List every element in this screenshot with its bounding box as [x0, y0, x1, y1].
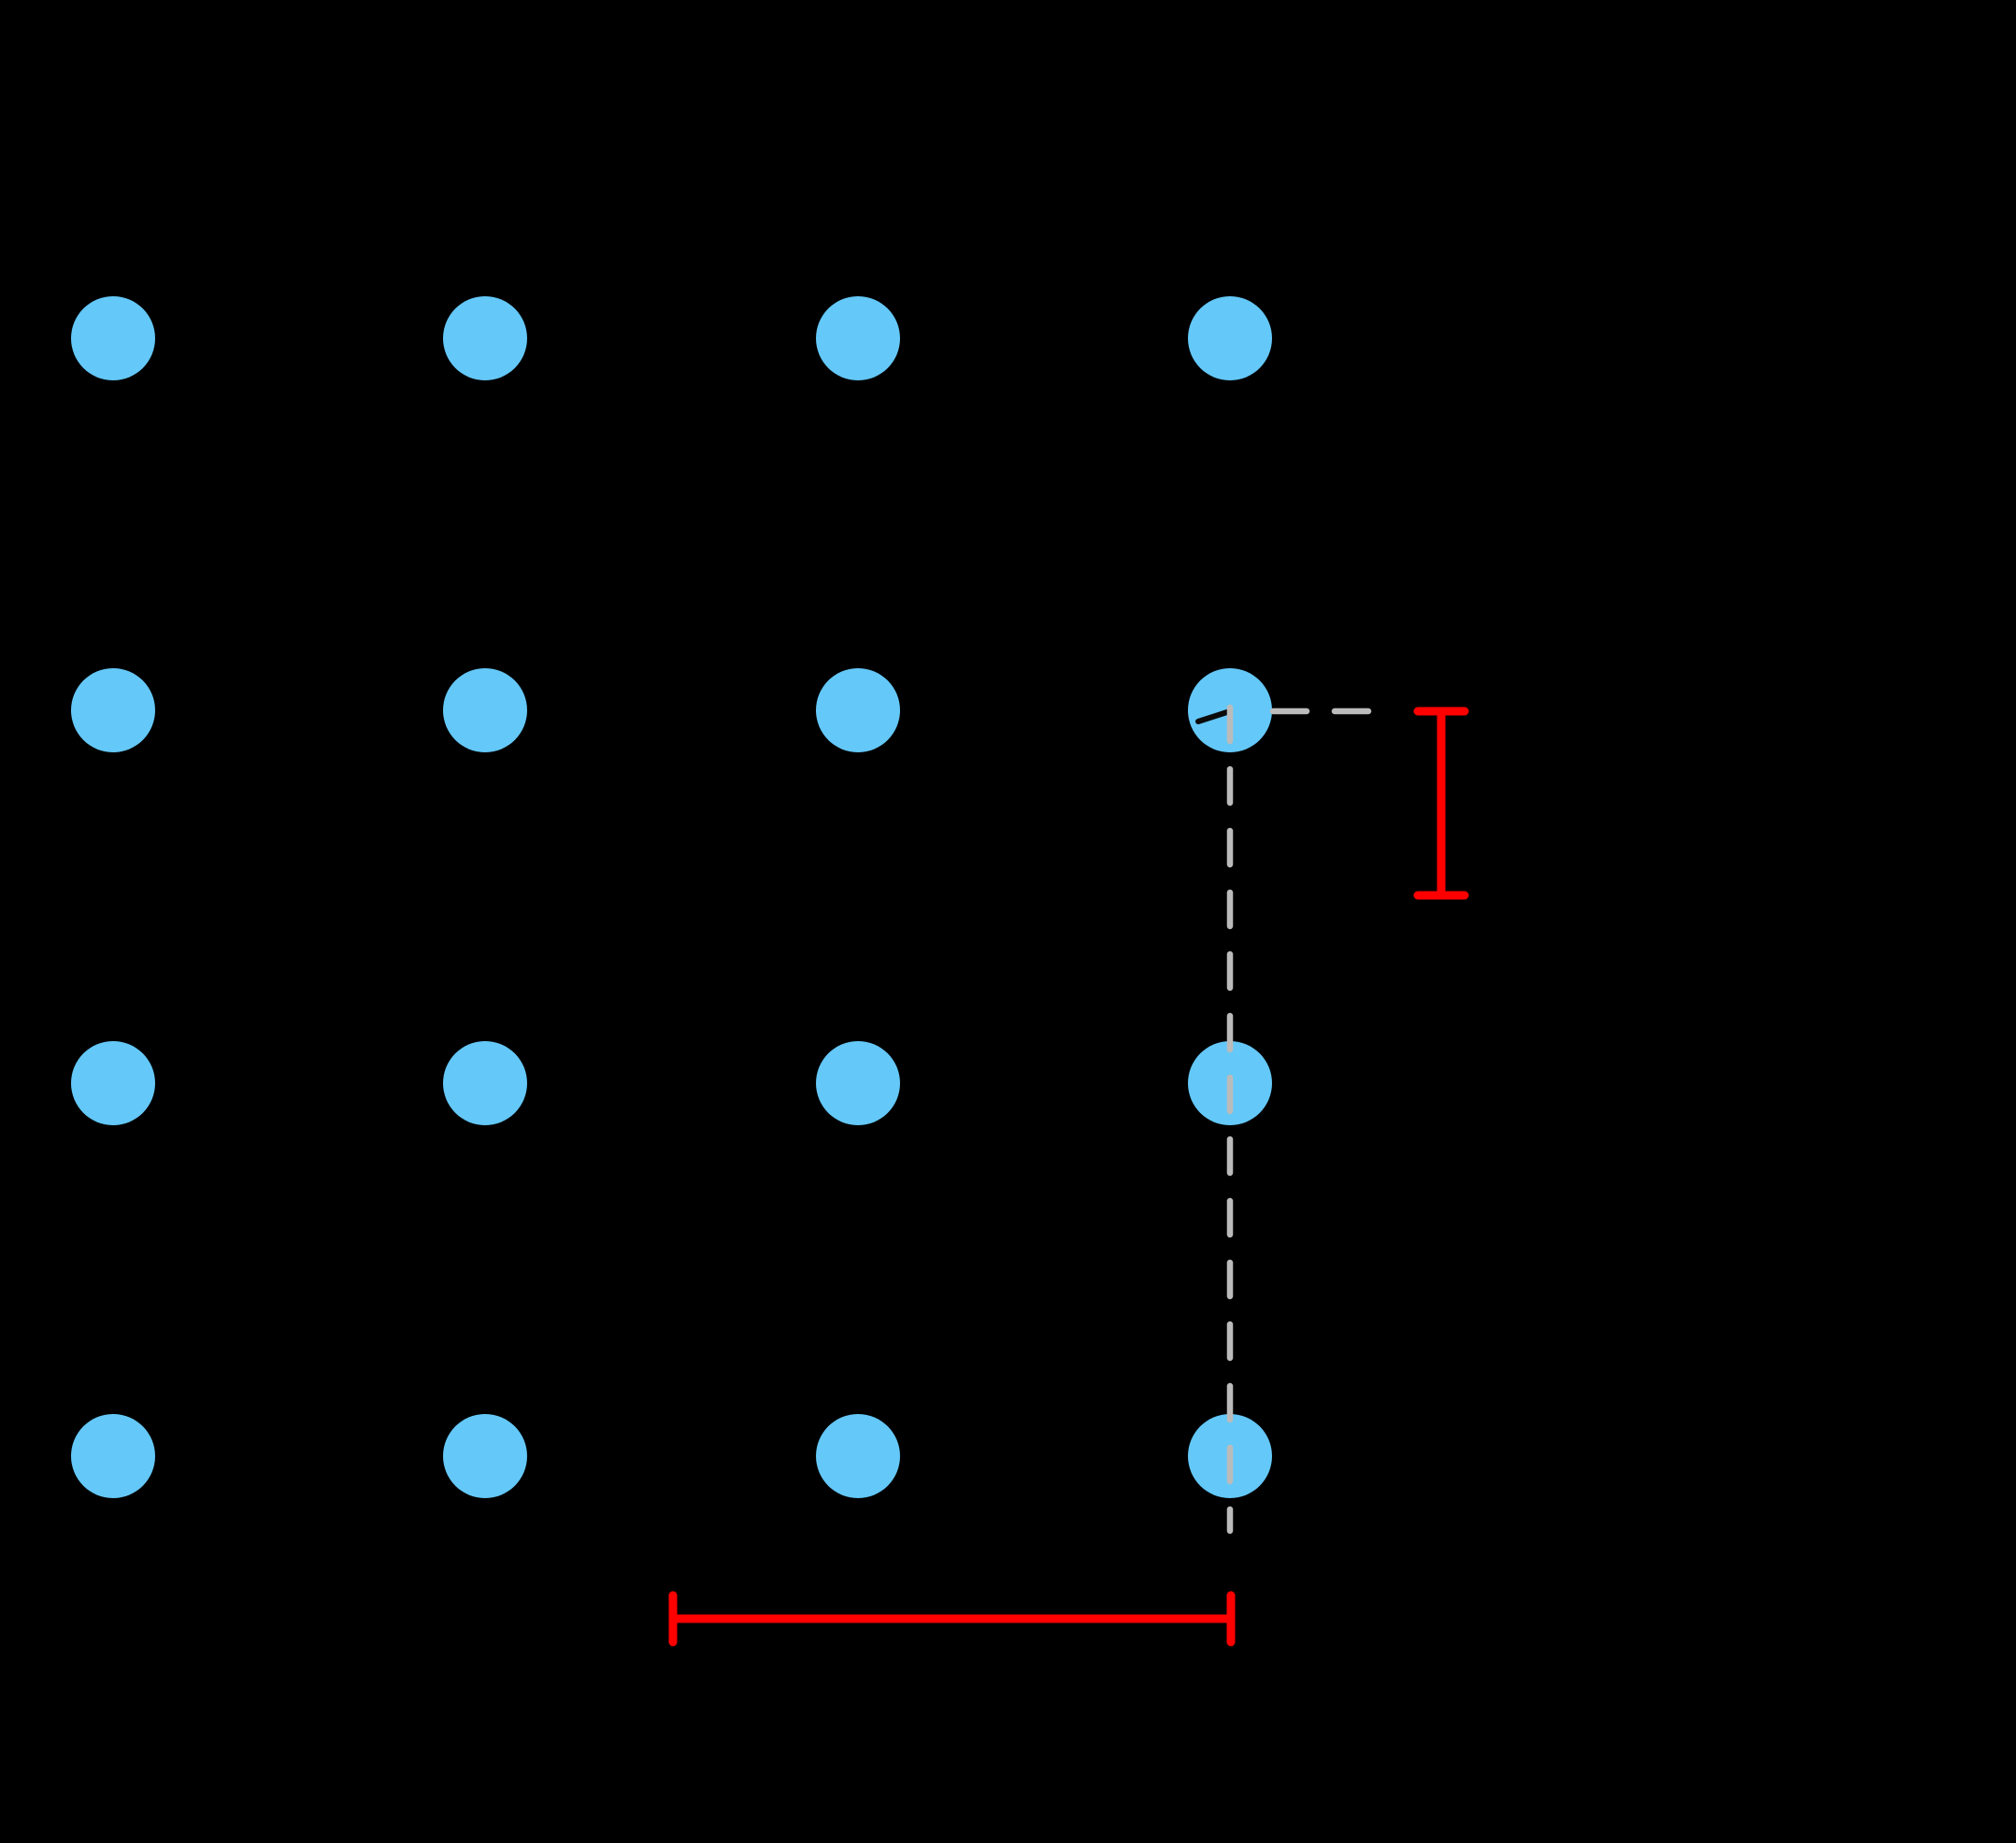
- atom-dot-r4c3: [816, 1414, 900, 1498]
- ray-segment-into-atom: [1195, 708, 1233, 724]
- atom-dot-r3c2: [443, 1041, 527, 1125]
- atom-dot-r1c3: [816, 296, 900, 380]
- atom-dot-r2c2: [443, 668, 527, 752]
- atom-dot-r1c1: [71, 296, 155, 380]
- atom-dot-r1c4: [1188, 296, 1272, 380]
- atom-dot-r3c3: [816, 1041, 900, 1125]
- atom-dot-r3c1: [71, 1041, 155, 1125]
- atom-dot-r4c2: [443, 1414, 527, 1498]
- atom-dot-r2c1: [71, 668, 155, 752]
- atom-dot-r2c3: [816, 668, 900, 752]
- atom-dot-r1c2: [443, 296, 527, 380]
- atom-dot-r4c1: [71, 1414, 155, 1498]
